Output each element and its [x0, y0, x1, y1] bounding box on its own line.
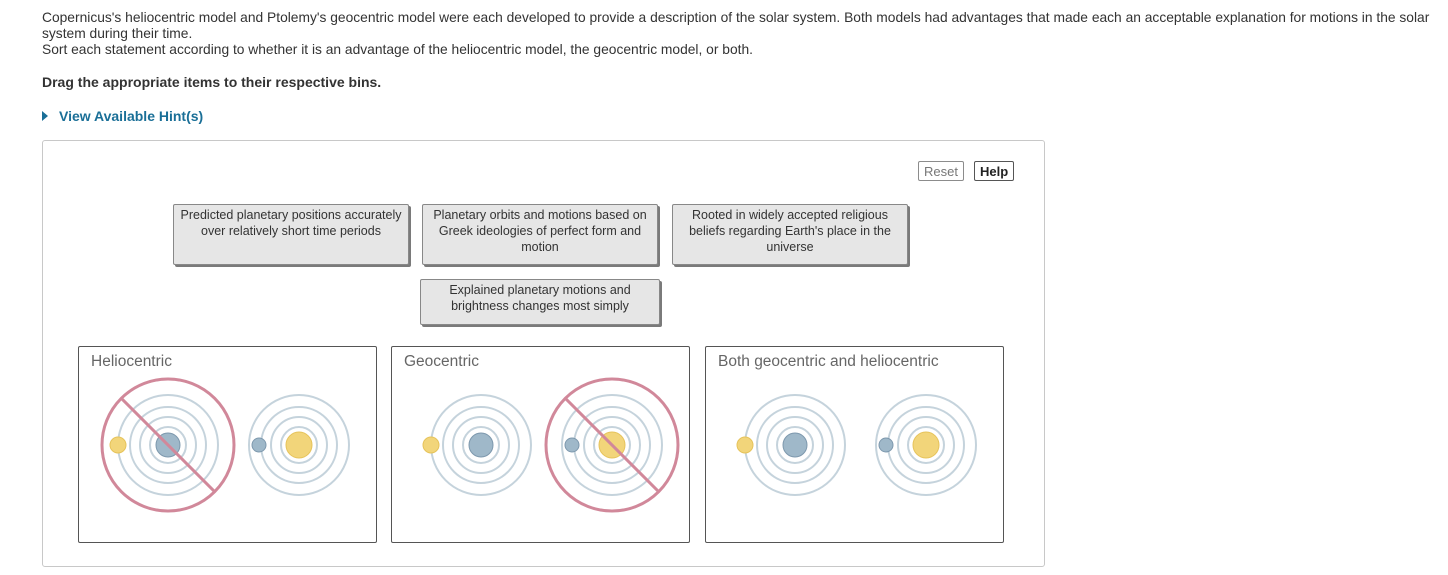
bin-label: Heliocentric — [91, 353, 172, 370]
heliocentric-model-icon — [544, 377, 680, 513]
intro-paragraph: Copernicus's heliocentric model and Ptol… — [42, 10, 1430, 41]
bin-illustrations — [422, 377, 680, 513]
draggable-item-greek-ideologies[interactable]: Planetary orbits and motions based on Gr… — [422, 204, 658, 265]
bin-both[interactable]: Both geocentric and heliocentric — [705, 346, 1004, 543]
view-hints-label: View Available Hint(s) — [59, 108, 204, 124]
bin-geocentric[interactable]: Geocentric — [391, 346, 690, 543]
view-hints-link[interactable]: View Available Hint(s) — [42, 108, 203, 124]
bin-illustrations — [100, 377, 350, 513]
problem-intro: Copernicus's heliocentric model and Ptol… — [42, 10, 1442, 58]
expand-triangle-icon — [42, 111, 48, 121]
drag-instruction: Drag the appropriate items to their resp… — [42, 74, 382, 90]
bin-label: Geocentric — [404, 353, 479, 370]
help-button[interactable]: Help — [974, 161, 1015, 181]
geocentric-model-icon — [736, 394, 846, 496]
draggable-item-religious-beliefs[interactable]: Rooted in widely accepted religious beli… — [672, 204, 908, 265]
bin-illustrations — [736, 394, 977, 496]
draggable-item-explained-simply[interactable]: Explained planetary motions and brightne… — [420, 279, 660, 325]
reset-button[interactable]: Reset — [918, 161, 964, 181]
heliocentric-model-icon — [248, 394, 350, 496]
bin-label: Both geocentric and heliocentric — [718, 353, 939, 370]
bin-heliocentric[interactable]: Heliocentric — [78, 346, 377, 543]
heliocentric-model-icon — [875, 394, 977, 496]
geocentric-model-icon — [100, 377, 236, 513]
draggable-item-predicted-positions[interactable]: Predicted planetary positions accurately… — [173, 204, 409, 265]
intro-sort-instruction: Sort each statement according to whether… — [42, 42, 753, 57]
geocentric-model-icon — [422, 394, 532, 496]
